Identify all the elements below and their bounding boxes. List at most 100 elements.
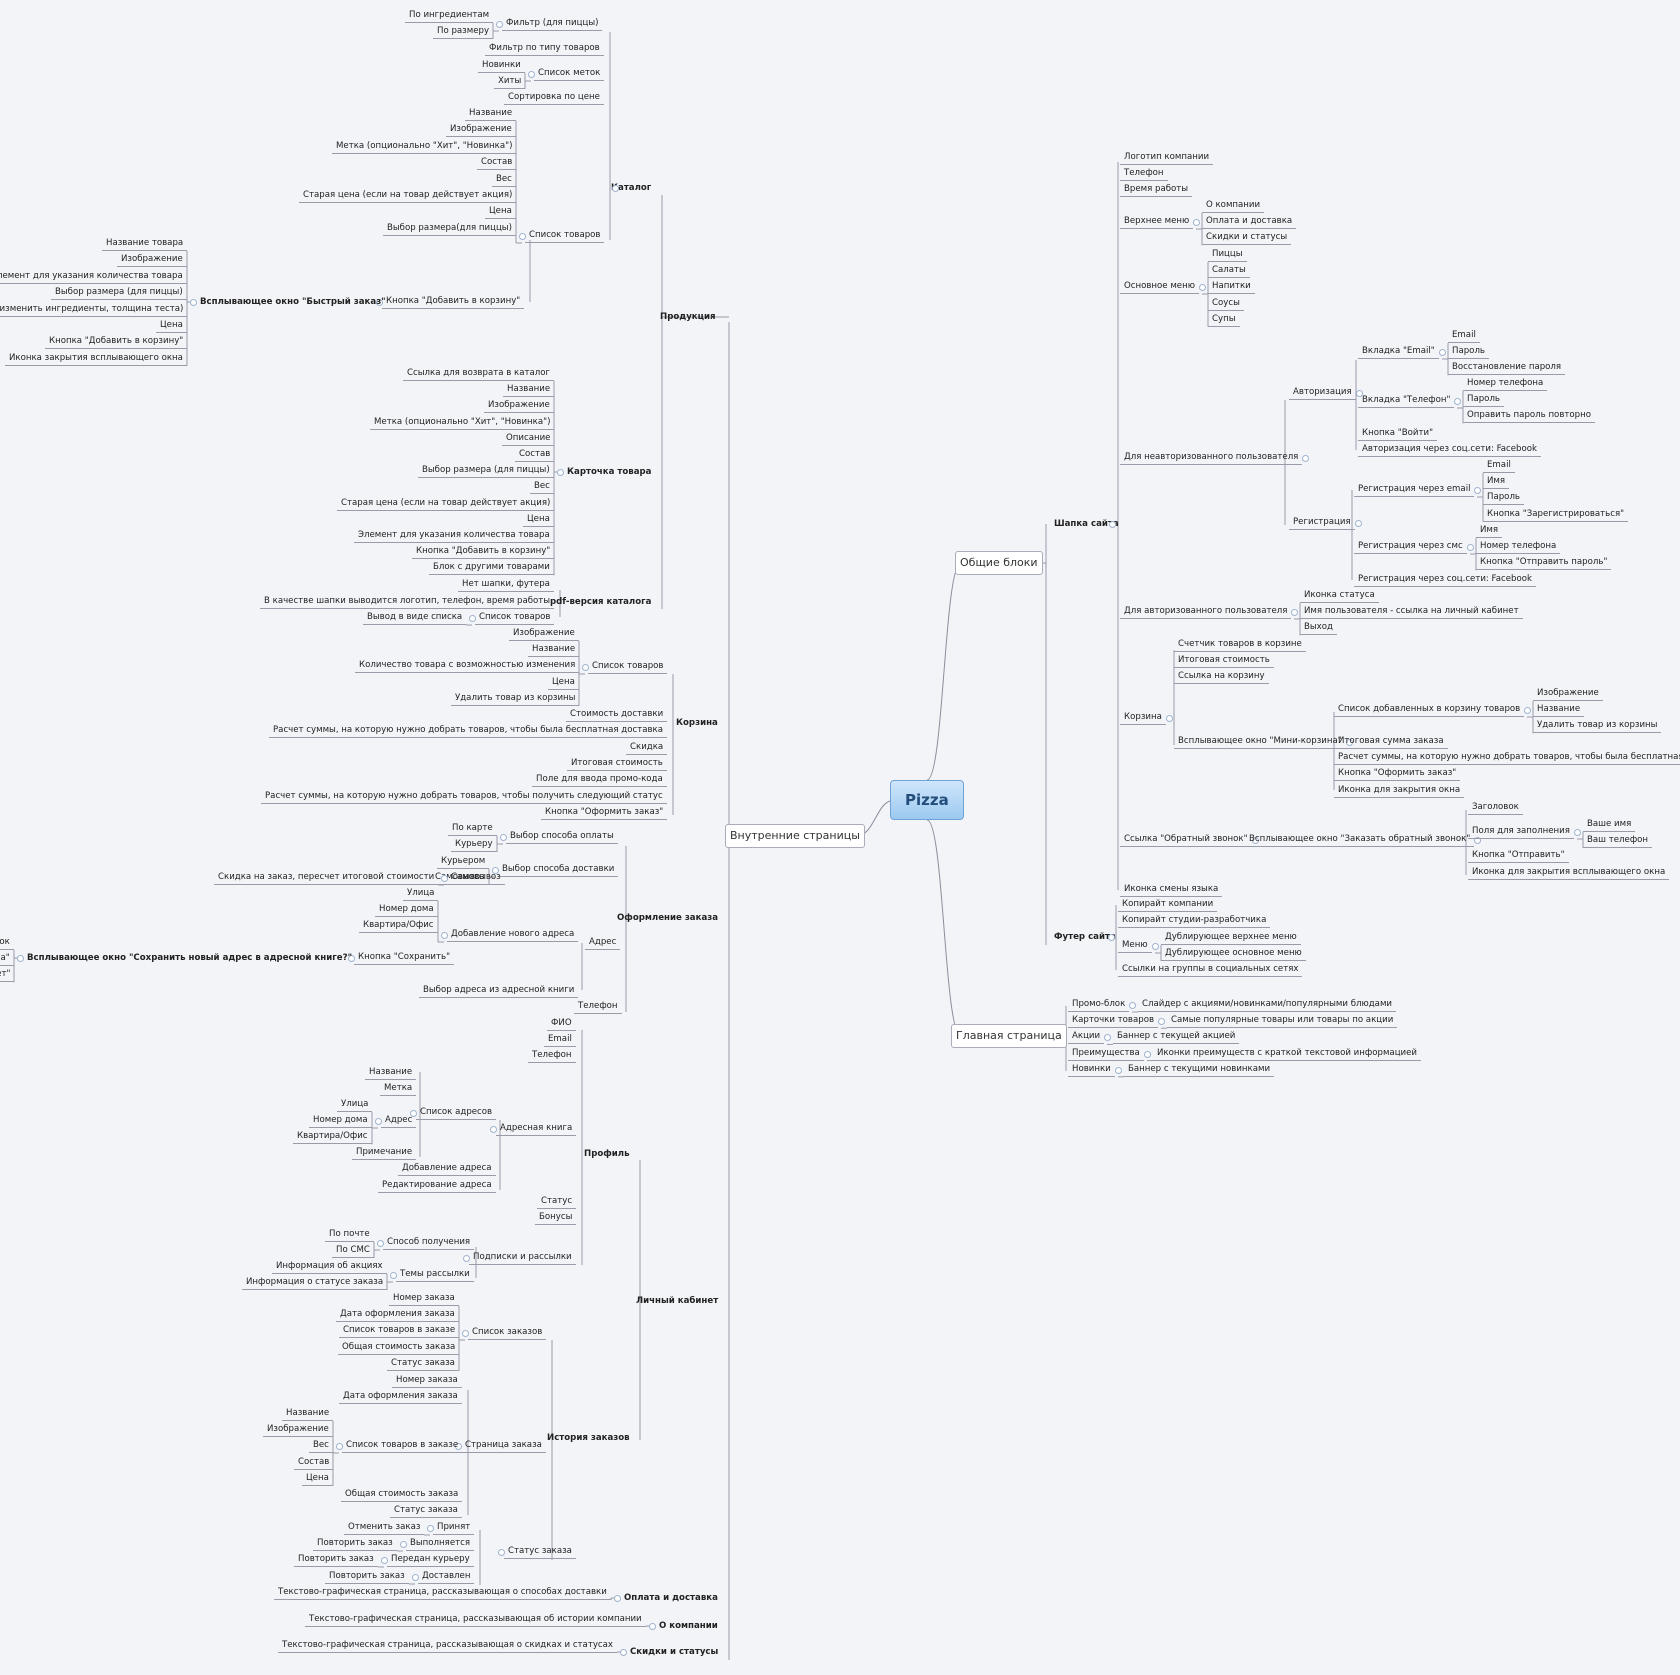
node-left-account-receive_items-1[interactable]: По СМС [332, 1244, 374, 1258]
node-left-account-addr_name[interactable]: Название [365, 1066, 417, 1080]
node-left-account-courier[interactable]: Передан курьеру [387, 1553, 474, 1567]
node-right-footer-menu_items-0[interactable]: Дублирующее верхнее меню [1161, 931, 1301, 945]
node-right-header-reg_sms[interactable]: Регистрация через смс [1354, 540, 1467, 554]
node-left-products-catalog-list_items-2[interactable]: Метка (опционально "Хит", "Новинка") [332, 140, 517, 154]
node-left-cart-list_items-0[interactable]: Изображение [509, 627, 579, 641]
collapse-toggle-icon[interactable] [519, 233, 526, 240]
node-right-home-2-child[interactable]: Баннер с текущей акцией [1113, 1030, 1240, 1045]
collapse-toggle-icon[interactable] [490, 1126, 497, 1133]
node-right-header-tab_phone_items-1[interactable]: Пароль [1463, 393, 1504, 408]
node-left-account-repeat[interactable]: Повторить заказ [325, 1570, 409, 1584]
node-right-header-logo[interactable]: Логотип компании [1120, 151, 1214, 165]
node-left-account-op_date[interactable]: Дата оформления заказа [339, 1390, 462, 1404]
node-right-header-callback_popup[interactable]: Всплывающее окно "Заказать обратный звон… [1245, 833, 1475, 847]
node-right-header-tab_phone[interactable]: Вкладка "Телефон" [1358, 394, 1455, 408]
node-left-cart-items-2[interactable]: Скидка [626, 741, 668, 755]
node-right-header-top_menu_items-0[interactable]: О компании [1202, 199, 1265, 213]
node-left-products-catalog-quick_items-5[interactable]: Цена [156, 319, 187, 333]
node-left-cart-list[interactable]: Список товаров [588, 660, 668, 674]
node-right-header-reg_email_items-3[interactable]: Кнопка "Зарегистрироваться" [1483, 508, 1629, 522]
collapse-toggle-icon[interactable] [1356, 390, 1363, 397]
node-left-cart-items-3[interactable]: Итоговая стоимость [567, 757, 667, 771]
collapse-toggle-icon[interactable] [1346, 739, 1353, 746]
node-left-checkout-pay_items-1[interactable]: Курьеру [451, 838, 497, 852]
node-left-products-catalog-filter_items-0[interactable]: По ингредиентам [405, 9, 494, 23]
node-right-header-lang[interactable]: Иконка смены языка [1120, 883, 1223, 897]
node-right-home-1-label[interactable]: Карточки товаров [1068, 1014, 1159, 1029]
node-right-header-user_items-2[interactable]: Выход [1300, 621, 1337, 636]
node-right-header-cb_fields_items-1[interactable]: Ваш телефон [1583, 834, 1653, 848]
node-left-checkout-new_address_items-2[interactable]: Квартира/Офис [359, 919, 438, 934]
collapse-toggle-icon[interactable] [1474, 837, 1481, 844]
node-left-products-card-items-1[interactable]: Название [503, 383, 555, 398]
node-left-account-orders_items-3[interactable]: Общая стоимость заказа [338, 1341, 460, 1355]
node-left-products-catalog-list_items-7[interactable]: Выбор размера(для пиццы) [383, 222, 516, 236]
node-right-home-3-label[interactable]: Преимущества [1068, 1047, 1144, 1061]
node-right-header-cart[interactable]: Корзина [1120, 711, 1166, 725]
node-right-header-cb_send[interactable]: Кнопка "Отправить" [1468, 849, 1569, 863]
node-left-checkout-pickup_note[interactable]: Скидка на заказ, пересчет итоговой стоим… [214, 871, 439, 885]
node-left-products-card-items-6[interactable]: Выбор размера (для пиццы) [418, 464, 554, 479]
node-left-account-add_addr[interactable]: Добавление адреса [398, 1162, 496, 1176]
node-right-header-top_menu_items-1[interactable]: Оплата и доставка [1202, 215, 1297, 230]
node-left-account-orders_items-0[interactable]: Номер заказа [389, 1292, 459, 1306]
node-right-header-mini_list[interactable]: Список добавленных в корзину товаров [1334, 703, 1525, 717]
node-left-account-addr_items-1[interactable]: Номер дома [309, 1114, 372, 1129]
node-right-header-main_menu[interactable]: Основное меню [1120, 280, 1199, 294]
node-right-header-user_items-1[interactable]: Имя пользователя - ссылка на личный каби… [1300, 605, 1523, 620]
node-right-header-mini_items-0[interactable]: Итоговая сумма заказа [1334, 735, 1448, 749]
node-left-checkout-phone[interactable]: Телефон [574, 1000, 622, 1014]
node-right-home-1-child[interactable]: Самые популярные товары или товары по ак… [1167, 1014, 1398, 1029]
node-left-account-topics_items-1[interactable]: Информация о статусе заказа [242, 1276, 388, 1290]
node-left-account-status[interactable]: Статус [537, 1195, 577, 1209]
node-left-products-catalog-list_items-0[interactable]: Название [465, 107, 517, 121]
node-left-account-repeat[interactable]: Повторить заказ [313, 1537, 397, 1551]
node-left-products-catalog-list[interactable]: Список товаров [525, 229, 605, 243]
node-left-cart-list_items-4[interactable]: Удалить товар из корзины [451, 692, 580, 706]
node-right-footer-studio[interactable]: Копирайт студии-разработчика [1118, 914, 1271, 928]
node-left-checkout-courier[interactable]: Курьером [437, 855, 490, 869]
node-left-cart-items-1[interactable]: Расчет суммы, на которую нужно добрать т… [269, 724, 667, 739]
node-right-header-cb_fields[interactable]: Поля для заполнения [1468, 825, 1574, 839]
collapse-toggle-icon[interactable] [1129, 1002, 1136, 1009]
collapse-toggle-icon[interactable] [1467, 544, 1474, 551]
node-left-account-inprogress[interactable]: Выполняется [406, 1537, 475, 1551]
node-left-discounts-text[interactable]: Текстово-графическая страница, рассказыв… [278, 1639, 617, 1653]
node-right-header-mini_items-1[interactable]: Расчет суммы, на которую нужно добрать т… [1334, 751, 1680, 766]
node-left-products-catalog-filter[interactable]: Фильтр (для пиццы) [502, 17, 603, 31]
node-mains-common[interactable]: Общие блоки [955, 551, 1043, 575]
node-left-products-pdf-list_item[interactable]: Вывод в виде списка [363, 611, 467, 625]
node-right-header-main_menu_items-1[interactable]: Салаты [1208, 264, 1250, 279]
node-right-header-cb_title[interactable]: Заголовок [1468, 801, 1523, 815]
node-mains-home[interactable]: Главная страница [951, 1024, 1067, 1048]
node-right-header-main_menu_items-3[interactable]: Соусы [1208, 297, 1244, 311]
node-left-account-op_goods[interactable]: Список товаров в заказе [342, 1439, 463, 1453]
collapse-toggle-icon[interactable] [1252, 837, 1259, 844]
node-right-header-login_btn[interactable]: Кнопка "Войти" [1358, 427, 1438, 441]
node-left-cart-list_items-3[interactable]: Цена [548, 676, 579, 690]
node-right-header-guest[interactable]: Для неавторизованного пользователя [1120, 451, 1303, 465]
collapse-toggle-icon[interactable] [1108, 934, 1115, 941]
collapse-toggle-icon[interactable] [1302, 455, 1309, 462]
node-left-about-title[interactable]: О компании [659, 1620, 718, 1631]
node-right-home-4-child[interactable]: Баннер с текущими новинками [1124, 1063, 1275, 1077]
collapse-toggle-icon[interactable] [1439, 349, 1446, 356]
node-left-products-catalog-quick[interactable]: Всплывающее окно "Быстрый заказ" [200, 296, 386, 307]
collapse-toggle-icon[interactable] [17, 955, 24, 962]
node-mains-internal[interactable]: Внутренние страницы [725, 824, 865, 848]
node-right-header-reg_sms_items-0[interactable]: Имя [1476, 524, 1503, 538]
node-left-account-op_total[interactable]: Общая стоимость заказа [341, 1488, 463, 1502]
node-left-checkout-choose[interactable]: Выбор адреса из адресной книги [419, 984, 579, 998]
node-left-account-order_status[interactable]: Статус заказа [504, 1545, 576, 1559]
node-left-products-card-items-3[interactable]: Метка (опционально "Хит", "Новинка") [370, 416, 555, 430]
node-left-cart-items-4[interactable]: Поле для ввода промо-кода [532, 773, 667, 788]
collapse-toggle-icon[interactable] [427, 1525, 434, 1532]
collapse-toggle-icon[interactable] [496, 21, 503, 28]
collapse-toggle-icon[interactable] [1115, 1066, 1122, 1074]
collapse-toggle-icon[interactable] [336, 1443, 343, 1450]
collapse-toggle-icon[interactable] [400, 1541, 407, 1548]
node-left-products-catalog-list_items-3[interactable]: Состав [477, 156, 517, 171]
node-left-payment-text[interactable]: Текстово-графическая страница, рассказыв… [274, 1586, 611, 1600]
node-right-home-2-label[interactable]: Акции [1068, 1030, 1105, 1045]
node-left-cart-list_items-2[interactable]: Количество товара с возможностью изменен… [355, 659, 580, 674]
